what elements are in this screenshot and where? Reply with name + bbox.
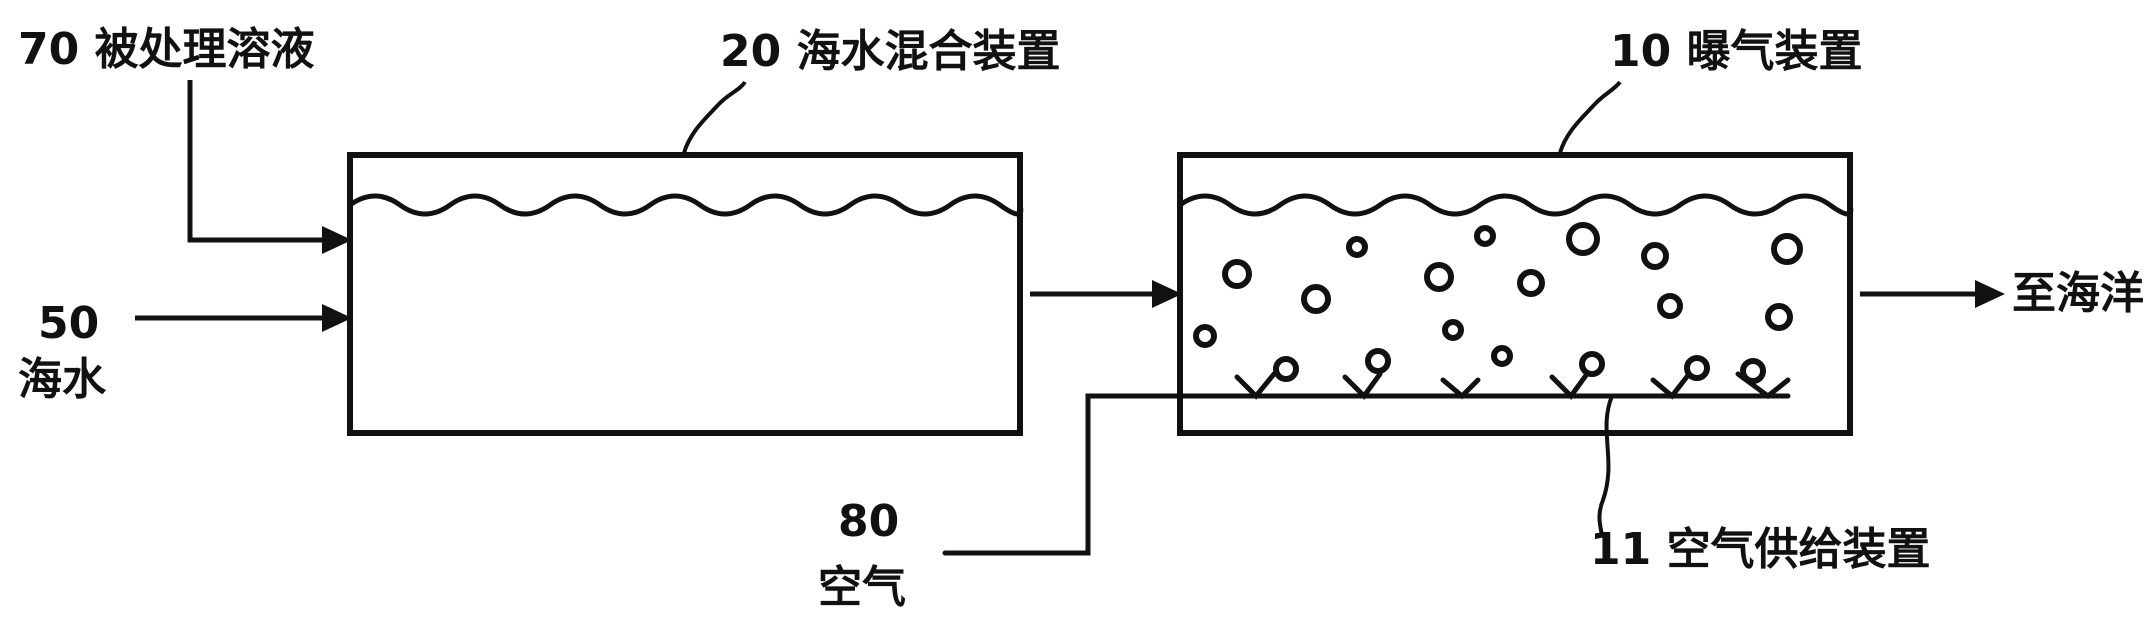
bubble (1517, 269, 1545, 297)
leader-lines (682, 80, 1622, 536)
label-treated-solution-num: 70 (18, 24, 80, 75)
label-seawater-mixer-num: 20 (720, 26, 782, 77)
leader-seawater-mixer (682, 80, 747, 154)
label-air-supply-text: 空气供给装置 (1666, 524, 1931, 575)
bubble (1193, 324, 1217, 348)
label-air-num: 80 (838, 496, 900, 547)
diffuser-nozzle (1650, 371, 1692, 400)
bubble (1222, 259, 1252, 289)
arrowheads (322, 226, 2005, 332)
bubble (1442, 319, 1464, 341)
bubble (1491, 345, 1513, 367)
bubble (1641, 242, 1669, 270)
bubble (1579, 351, 1605, 377)
label-seawater-num: 50 (38, 298, 100, 349)
bubbles (1193, 222, 1803, 384)
label-aeration: 10 曝气装置 (1610, 30, 1863, 74)
bubble (1657, 293, 1683, 319)
label-aeration-num: 10 (1610, 26, 1672, 77)
label-air-supply: 11 空气供给装置 (1590, 528, 1931, 572)
bubble (1771, 233, 1803, 265)
flow-arrows (135, 80, 1980, 321)
bubble (1684, 355, 1710, 381)
bubble (1301, 284, 1331, 314)
label-seawater-mixer-text: 海水混合装置 (796, 26, 1061, 77)
treated-solution-inlet-line (187, 80, 330, 243)
diffuser-nozzle (1549, 371, 1590, 400)
diffuser-nozzle (1735, 371, 1791, 400)
arrowhead (1975, 280, 2005, 308)
label-air-supply-num: 11 (1590, 524, 1652, 575)
label-to-ocean: 至海洋 (2012, 268, 2144, 319)
label-seawater-text: 海水 (18, 354, 106, 405)
label-treated-solution-text: 被处理溶液 (94, 24, 315, 75)
arrowhead (1152, 280, 1182, 308)
label-air-text: 空气 (818, 562, 906, 613)
diffuser-nozzle (1234, 371, 1277, 400)
label-aeration-text: 曝气装置 (1686, 26, 1863, 77)
bubble (1765, 303, 1793, 331)
bubble (1424, 262, 1454, 292)
diffuser-nozzle (1342, 371, 1383, 400)
bubble (1346, 236, 1368, 258)
aeration-water-surface (1178, 193, 1854, 217)
label-seawater-mixer: 20 海水混合装置 (720, 30, 1061, 74)
leader-aeration (1558, 80, 1622, 154)
air-supply-pipe (942, 371, 1791, 556)
arrowhead (322, 226, 352, 254)
seawater-mixer-tank (347, 152, 1023, 436)
bubble (1474, 225, 1496, 247)
diffuser-nozzle (1440, 377, 1481, 400)
bubble (1566, 222, 1600, 256)
leader-air-supply (1597, 395, 1614, 536)
seawater-mixer-water-surface (348, 193, 1024, 217)
bubble (1365, 348, 1391, 374)
bubble (1740, 358, 1766, 384)
arrowhead (322, 304, 352, 332)
bubble (1273, 356, 1299, 382)
label-treated-solution: 70 被处理溶液 (18, 28, 315, 72)
